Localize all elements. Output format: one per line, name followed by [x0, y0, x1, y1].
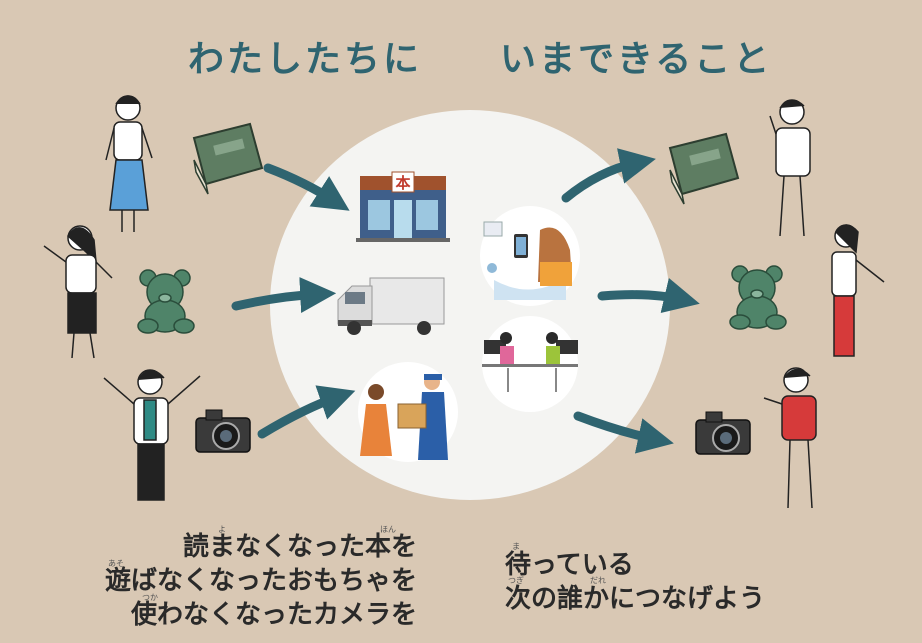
furigana-tsukau: つか: [142, 593, 158, 602]
caption-line-cameras: 使わなくなったカメラを: [130, 600, 417, 630]
furigana-yomu: よ: [218, 525, 226, 534]
store-sign: 本: [395, 174, 410, 192]
arrow-camera-to-courier: [257, 385, 356, 439]
book-icon: [192, 122, 264, 195]
person-man-waving-right: [763, 367, 817, 509]
person-woman-top-left: [105, 95, 153, 232]
furigana-hon: ほん: [380, 525, 396, 534]
title-left: わたしたちに: [188, 39, 423, 80]
caption-line-connect: 次の誰かにつなげよう: [505, 584, 766, 614]
smartphone-shopping-icon: [480, 206, 580, 306]
person-woman-waving-left: [43, 225, 113, 359]
arrow-to-camera-right: [573, 411, 674, 454]
furigana-tsugi: つぎ: [508, 576, 524, 585]
teddy-bear-icon: [729, 265, 787, 330]
right-caption: 待っている 次の誰かにつなげよう: [505, 548, 765, 616]
book-icon: [668, 132, 740, 205]
people-at-computers-icon: [482, 316, 578, 412]
furigana-dare: だれ: [590, 576, 606, 585]
delivery-truck-icon: [337, 277, 445, 335]
courier-handoff-icon: [358, 362, 458, 462]
caption-line-toys: 遊ばなくなったおもちゃを: [104, 566, 417, 596]
person-man-cheering-left: [103, 369, 201, 501]
camera-icon: [695, 411, 751, 455]
camera-icon: [195, 409, 251, 453]
person-woman-pointing-right: [831, 224, 885, 357]
title-right: いまできること: [500, 39, 773, 80]
furigana-asobu: あそ: [108, 559, 124, 568]
arrow-to-bear-right: [597, 277, 700, 313]
arrow-to-book-right: [561, 148, 656, 203]
caption-line-waiting: 待っている: [505, 550, 634, 580]
person-man-thinking-right: [769, 99, 811, 237]
teddy-bear-icon: [137, 269, 195, 334]
bookstore-icon: 本: [356, 171, 450, 242]
caption-line-books: 読まなくなった本を: [182, 532, 417, 562]
arrow-book-to-store: [263, 163, 350, 211]
arrow-bear-to-truck: [231, 277, 337, 313]
furigana-matsu: ま: [512, 542, 520, 551]
left-caption: 読まなくなった本を 遊ばなくなったおもちゃを 使わなくなったカメラを: [105, 530, 417, 632]
